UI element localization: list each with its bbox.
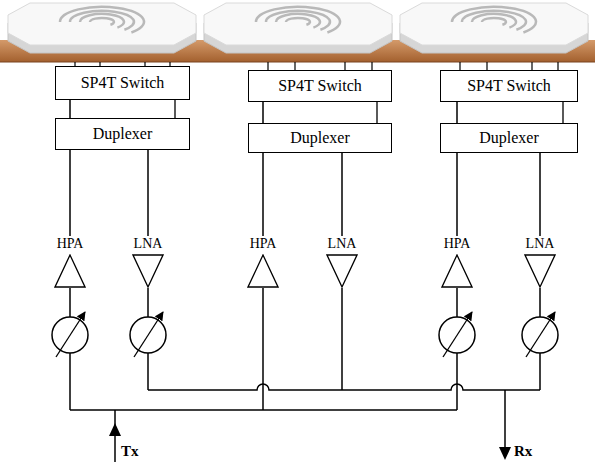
amplifier-triangle [54,254,86,288]
spiral-arm [452,7,536,33]
spiral-arm [462,11,526,30]
amplifier: LNA [518,236,562,288]
port-label: Tx [121,443,139,460]
spiral-arm [80,14,124,28]
amplifier-triangle [132,254,164,288]
tx-arrowhead [109,423,121,436]
signal-wire [69,100,71,118]
process-box: Duplexer [248,123,392,153]
board-edge [0,62,595,63]
triangle-outline [525,255,555,287]
amplifier-label: LNA [327,236,358,252]
triangle-outline [248,255,278,287]
spiral-arm [276,14,320,28]
tile-top [8,3,196,45]
signal-wire [539,153,541,236]
signal-wire [456,102,458,123]
amplifier: LNA [126,236,170,288]
signal-wire [262,153,264,236]
spiral-arm [70,11,134,30]
spiral-arm [256,7,340,33]
antenna-tiles [8,3,588,53]
signal-wire [147,150,149,236]
spiral-arm [482,18,506,25]
tile-top [400,3,588,45]
process-box: Duplexer [55,118,190,150]
box-label: SP4T Switch [81,74,165,92]
process-box: SP4T Switch [248,70,392,102]
box-label: Duplexer [479,129,539,147]
spiral-arm [286,18,310,25]
amplifier-triangle [441,254,473,288]
spiral-arm [472,14,516,28]
box-label: SP4T Switch [278,77,362,95]
phase-shifter-arrows [56,312,555,357]
triangle-outline [442,255,472,287]
amplifier-label: LNA [525,236,556,252]
triangle-outline [327,255,357,287]
amplifier-label: HPA [56,236,85,252]
box-label: Duplexer [93,125,153,143]
triangle-outline [55,255,85,287]
port-label: Rx [514,443,532,460]
feed-network [52,288,558,462]
amplifier-label: LNA [133,236,164,252]
box-label: SP4T Switch [467,77,551,95]
amplifier-triangle [247,254,279,288]
triangle-outline [133,255,163,287]
process-box: SP4T Switch [55,66,190,100]
amplifier-label: HPA [443,236,472,252]
signal-wire [341,153,343,236]
box-label: Duplexer [290,129,350,147]
amplifier: HPA [241,236,285,288]
process-box: SP4T Switch [440,70,578,102]
switch-duplexer-wire [175,100,563,123]
signal-wire [262,102,264,123]
spiral-arm [266,11,330,30]
amplifier: HPA [48,236,92,288]
process-box: Duplexer [440,123,578,153]
spiral-arm [60,7,144,33]
amplifier-triangle [524,254,556,288]
tile-top [204,3,392,45]
signal-wire [69,150,71,236]
spiral-arm [90,18,114,25]
amplifier: HPA [435,236,479,288]
amplifier-label: HPA [249,236,278,252]
amplifier: LNA [320,236,364,288]
signal-wire [456,153,458,236]
rx-arrowhead [499,447,511,460]
amplifier-triangle [326,254,358,288]
